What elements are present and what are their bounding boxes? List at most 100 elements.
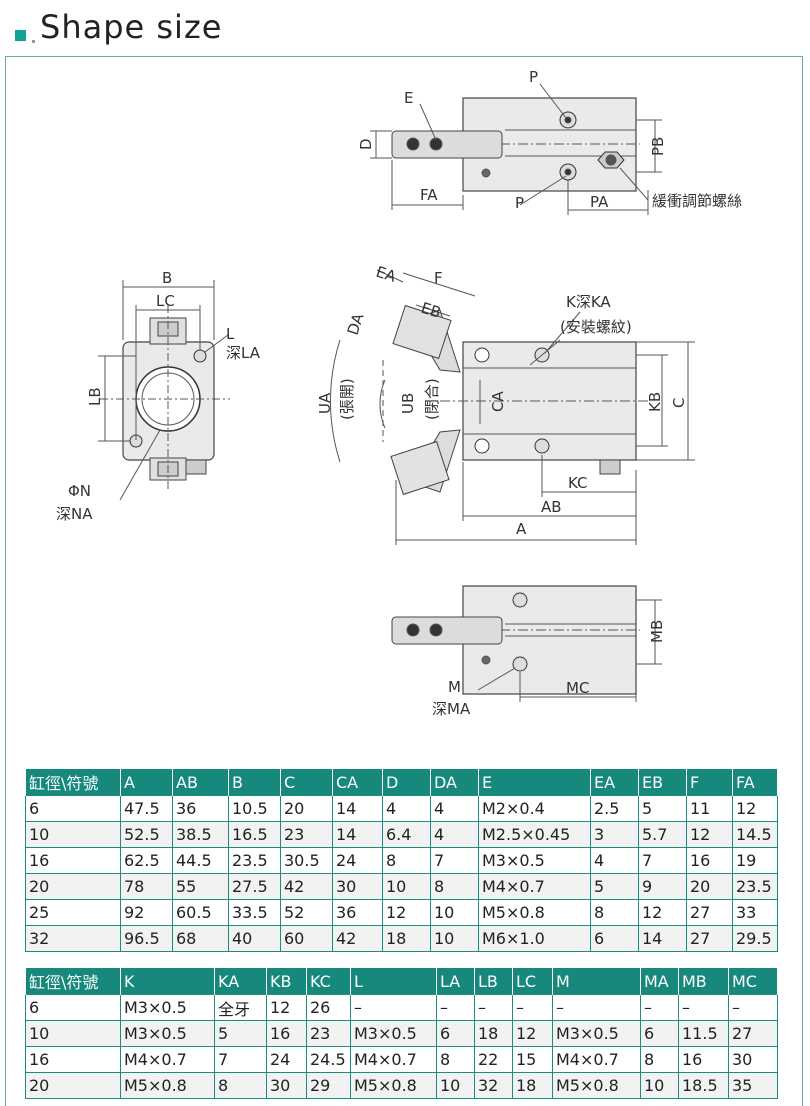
table-cell: 4 <box>590 847 639 874</box>
table-cell: 6 <box>25 994 121 1021</box>
label-AB: AB <box>541 498 562 516</box>
label-P-bottom: P <box>515 194 524 212</box>
column-header: MB <box>678 967 729 995</box>
table-cell: – <box>350 994 437 1021</box>
column-header: MC <box>728 967 778 995</box>
column-header: M <box>552 967 641 995</box>
table-cell: M4×0.7 <box>350 1046 437 1073</box>
table-cell: – <box>728 994 778 1021</box>
table-cell: 23 <box>306 1020 351 1047</box>
label-KB: KB <box>646 392 664 412</box>
table-cell: M4×0.7 <box>552 1046 641 1073</box>
column-header: LB <box>474 967 513 995</box>
table-cell: M4×0.7 <box>120 1046 215 1073</box>
table-cell: – <box>512 994 553 1021</box>
label-deep-MA: 深MA <box>432 700 471 718</box>
table-cell: 14 <box>638 925 687 952</box>
label-UB-close: (閉合) <box>423 378 441 420</box>
table-cell: 32 <box>474 1072 513 1099</box>
table-cell: 36 <box>332 899 383 926</box>
label-FA: FA <box>420 186 438 204</box>
table-cell: 68 <box>172 925 229 952</box>
table-cell: M3×0.5 <box>120 1020 215 1047</box>
table-cell: 4 <box>430 821 479 848</box>
table-cell: 52 <box>280 899 333 926</box>
table-cell: 29 <box>306 1072 351 1099</box>
table-cell: 8 <box>382 847 431 874</box>
table-cell: 16 <box>266 1020 307 1047</box>
label-KC: KC <box>568 474 588 492</box>
table-cell: 16.5 <box>228 821 281 848</box>
top-view <box>370 83 662 215</box>
label-phi-N: ΦN <box>68 482 91 500</box>
table-cell: 20 <box>686 873 733 900</box>
table-cell: 42 <box>332 925 383 952</box>
column-header: LC <box>512 967 553 995</box>
front-view <box>330 269 695 545</box>
label-LC: LC <box>156 292 175 310</box>
table-cell: 29.5 <box>732 925 778 952</box>
column-header: MA <box>640 967 679 995</box>
table-cell: 10 <box>430 899 479 926</box>
label-K-deep-KA: K深KA <box>566 293 611 311</box>
table-cell: – <box>436 994 475 1021</box>
column-header: E <box>478 768 591 796</box>
label-L: L <box>226 325 235 343</box>
table-cell: 18 <box>512 1072 553 1099</box>
label-deep-LA: 深LA <box>226 344 261 362</box>
table-cell: 52.5 <box>120 821 173 848</box>
label-LB: LB <box>86 387 104 406</box>
table-cell: 60.5 <box>172 899 229 926</box>
table-cell: 16 <box>25 1046 121 1073</box>
column-header: 缸徑\符號 <box>25 967 121 995</box>
table-cell: 78 <box>120 873 173 900</box>
table-cell: 8 <box>436 1046 475 1073</box>
table-cell: 27.5 <box>228 873 281 900</box>
side-view <box>98 280 230 501</box>
table-cell: 26 <box>306 994 351 1021</box>
table-cell: 12 <box>266 994 307 1021</box>
table-cell: M2.5×0.45 <box>478 821 591 848</box>
table-cell: 36 <box>172 795 229 822</box>
dimension-drawing: P E D PB FA P PA 緩衝調節螺絲 B LC L 深LA LB ΦN… <box>56 68 742 718</box>
column-header: C <box>280 768 333 796</box>
label-C: C <box>670 398 688 408</box>
table-cell: 14 <box>332 795 383 822</box>
column-header: D <box>382 768 431 796</box>
table-cell: 9 <box>638 873 687 900</box>
table-cell: M5×0.8 <box>478 899 591 926</box>
label-D: D <box>357 138 375 150</box>
table-cell: 20 <box>25 873 121 900</box>
label-EA: EA <box>374 263 399 286</box>
table-cell: 32 <box>25 925 121 952</box>
table-cell: 12 <box>382 899 431 926</box>
table-cell: 6 <box>436 1020 475 1047</box>
table-cell: M2×0.4 <box>478 795 591 822</box>
table-cell: M5×0.8 <box>120 1072 215 1099</box>
column-header: F <box>686 768 733 796</box>
label-PB: PB <box>649 137 667 156</box>
table-cell: 15 <box>512 1046 553 1073</box>
column-header: EA <box>590 768 639 796</box>
table-cell: 23.5 <box>228 847 281 874</box>
table-cell: 6.4 <box>382 821 431 848</box>
table-cell: 30.5 <box>280 847 333 874</box>
table-cell: 2.5 <box>590 795 639 822</box>
section-header: Shape size <box>0 0 810 56</box>
table-cell: 5.7 <box>638 821 687 848</box>
table-cell: 11.5 <box>678 1020 729 1047</box>
table-cell: 12 <box>732 795 778 822</box>
column-header: K <box>120 967 215 995</box>
table-cell: 27 <box>686 899 733 926</box>
label-CA: CA <box>489 391 507 412</box>
table-cell: 全牙 <box>214 994 267 1021</box>
column-header: B <box>228 768 281 796</box>
